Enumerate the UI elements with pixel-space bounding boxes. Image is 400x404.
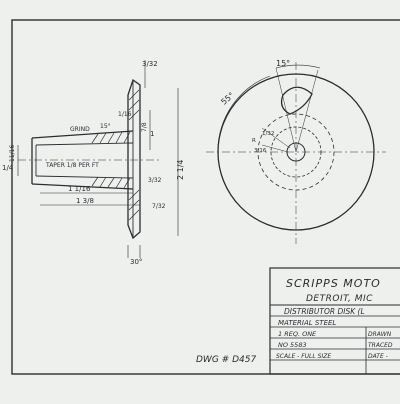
title-req: 1 REQ. ONE [278, 330, 317, 338]
dim-3-32: 3/32 [148, 177, 162, 184]
label-taper: TAPER 1/8 PER FT [45, 162, 99, 169]
bore-bottom [35, 175, 134, 179]
title-scale: SCALE - FULL SIZE [276, 353, 331, 360]
leader-r [261, 127, 291, 149]
title-date: DATE - [368, 353, 388, 360]
section-hatching-flange [128, 89, 140, 221]
dim-3-16: 3/16 [254, 148, 267, 154]
hub-bottom-edge [31, 183, 134, 190]
title-drawn: DRAWN [368, 331, 392, 338]
dim-7-8: 7/8 [141, 122, 148, 132]
hub-top-edge [31, 130, 134, 139]
dim-1-16: 1/16 [118, 111, 132, 118]
bore-top [35, 142, 134, 146]
drawing-border [11, 19, 400, 375]
angle-leader-15 [295, 69, 319, 153]
section-hatching-hub [91, 131, 131, 189]
dim-angle-15-top: 15° [276, 59, 290, 68]
dim-7-32: 7/32 [152, 203, 166, 210]
title-part-name: DISTRIBUTOR DISK (L [284, 307, 365, 316]
dim-30-deg: 30° [130, 258, 142, 266]
dim-1-1-16: 1 1/16 [68, 185, 91, 193]
dim-1-32: 1/32 [262, 131, 274, 137]
title-material: MATERIAL STEEL [278, 319, 336, 327]
title-location: DETROIT, MIC [306, 294, 373, 304]
title-number: NO 5583 [278, 341, 307, 349]
distributor-slot [280, 86, 313, 115]
label-grind: GRIND [70, 126, 90, 133]
dim-1-3-8: 1 3/8 [76, 197, 94, 205]
dim-angle-15: 15° [100, 123, 111, 130]
dim-3-32-top: 3/32 [142, 60, 158, 68]
arc-55 [217, 75, 271, 151]
side-section-view: 3/32 GRIND 15° 1/16 1/4 11/16 1 TAPER 1/… [2, 60, 185, 266]
dim-2-1-4: 2 1/4 [176, 159, 185, 180]
leader-r2 [261, 144, 289, 153]
title-block: SCRIPPS MOTO DETROIT, MIC DISTRIBUTOR DI… [269, 267, 400, 375]
dim-1-4-left: 1/4 [2, 164, 14, 172]
angle-leader-55 [275, 67, 297, 153]
end-view: 15° 55° 1/32 R 3/16 [206, 59, 386, 244]
title-block-frame [269, 267, 400, 375]
dim-1: 1 [150, 130, 154, 138]
dim-11-16: 11/16 [9, 145, 16, 162]
dim-r-label: R [252, 138, 256, 144]
dwg-number: DWG # D457 [196, 355, 256, 365]
title-traced: TRACED [368, 342, 393, 349]
disk-flange-outline [127, 78, 141, 240]
arc-15 [275, 64, 321, 69]
title-company: SCRIPPS MOTO [286, 277, 381, 290]
